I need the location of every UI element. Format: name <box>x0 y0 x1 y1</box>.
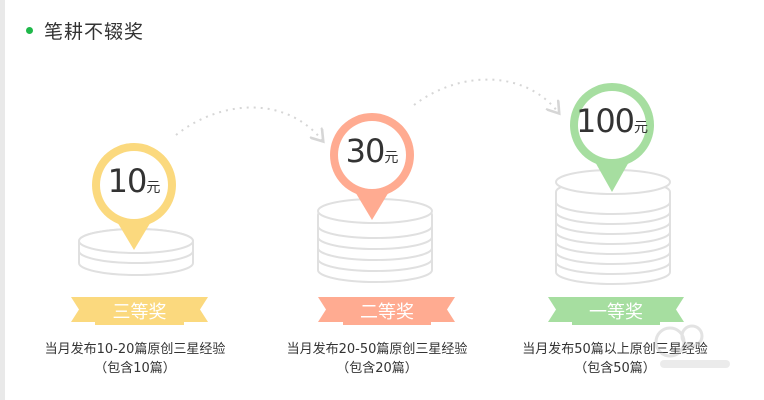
award-condition: 当月发布10-20篇原创三星经验 （包含10篇） <box>30 340 240 378</box>
award-rank-label: 三等奖 <box>112 302 167 323</box>
price-pin-icon <box>330 113 414 220</box>
condition-text: 当月发布10-20篇原创三星经验 <box>44 342 226 357</box>
condition-text: 当月发布20-50篇原创三星经验 <box>286 342 468 357</box>
condition-note: （包含10篇） <box>94 361 176 376</box>
award-rank-label: 二等奖 <box>360 302 414 323</box>
condition-note: （包含50篇） <box>574 361 656 376</box>
award-amount: 10元 <box>107 162 161 200</box>
section-header: 笔耕不辍奖 <box>26 16 144 44</box>
progress-arrow-1 <box>175 106 322 141</box>
ribbon-badge-icon <box>548 297 684 325</box>
bullet-dot-icon <box>26 26 33 34</box>
award-amount: 100元 <box>575 102 649 140</box>
price-pin-icon <box>570 83 654 192</box>
ribbon-badge-icon <box>71 297 208 325</box>
section-title: 笔耕不辍奖 <box>44 20 145 43</box>
progress-arrow-2 <box>413 78 558 112</box>
coin-stack-icon <box>555 169 671 285</box>
watermark-logo-icon <box>654 324 730 368</box>
condition-text: 当月发布50篇以上原创三星经验 <box>522 342 708 357</box>
condition-note: （包含20篇） <box>336 361 418 376</box>
award-condition: 当月发布50篇以上原创三星经验 （包含50篇） <box>510 340 720 378</box>
ribbon-badge-icon <box>318 297 455 325</box>
price-pin-icon <box>92 143 176 250</box>
award-amount: 30元 <box>345 132 399 170</box>
award-rank-label: 一等奖 <box>589 302 643 323</box>
award-condition: 当月发布20-50篇原创三星经验 （包含20篇） <box>272 340 482 378</box>
left-border <box>0 0 5 400</box>
